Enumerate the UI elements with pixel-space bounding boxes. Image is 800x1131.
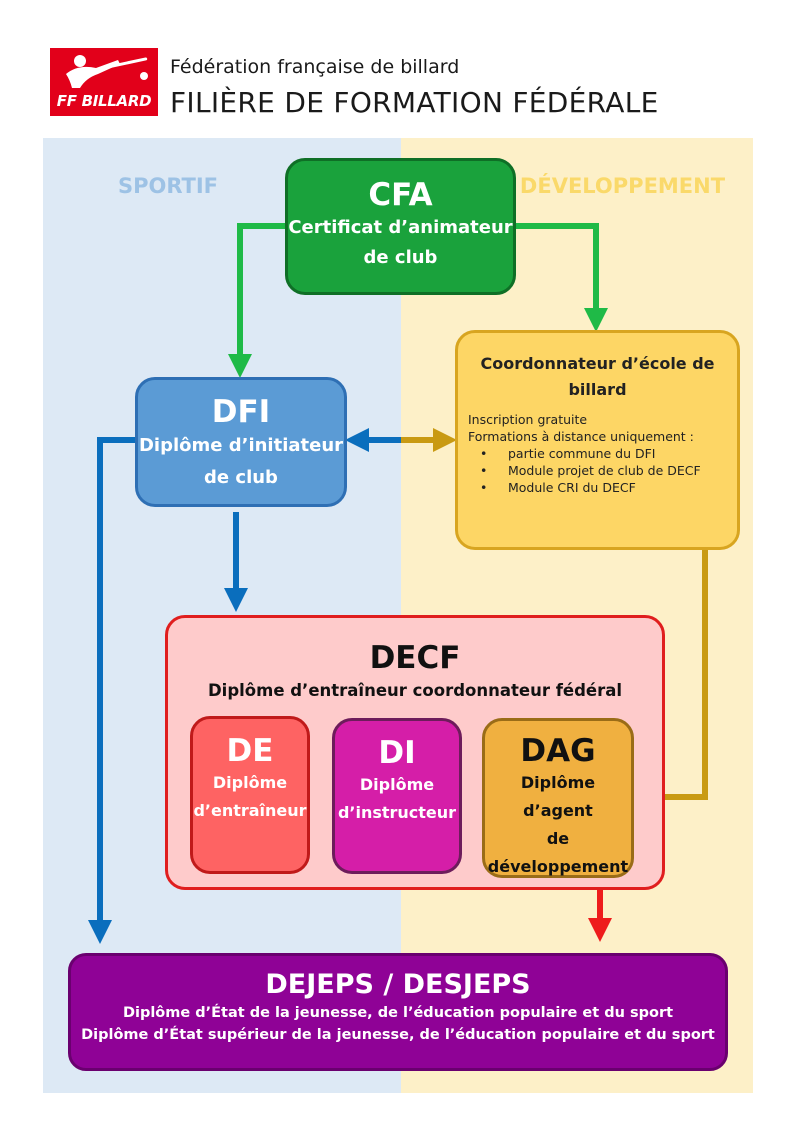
dfi-line2: de club <box>204 467 278 488</box>
de-line1: Diplôme <box>212 773 288 792</box>
cfa-line2: de club <box>363 247 438 268</box>
dag-box: DAG Diplôme d’agent de développement <box>482 718 634 878</box>
developpement-zone-label: DÉVELOPPEMENT <box>519 174 726 198</box>
sportif-zone-label: SPORTIF <box>117 174 219 198</box>
cfa-code: CFA <box>368 177 433 213</box>
decf-code: DECF <box>369 640 461 676</box>
list-item: partie commune du DFI <box>478 445 737 462</box>
di-code: DI <box>378 735 416 771</box>
arrow-coordinator-to-dag <box>638 550 708 809</box>
dfi-code: DFI <box>211 394 271 430</box>
di-box: DI Diplôme d’instructeur <box>332 718 462 874</box>
logo-text: FF BILLARD <box>56 92 152 110</box>
coordinator-title-line2: billard <box>568 380 627 399</box>
de-box: DE Diplôme d’entraîneur <box>190 716 310 874</box>
di-line1: Diplôme <box>359 775 435 794</box>
list-item: Module projet de club de DECF <box>478 462 737 479</box>
di-line2: d’instructeur <box>337 803 457 822</box>
decf-name: Diplôme d’entraîneur coordonnateur fédér… <box>207 681 623 700</box>
cfa-box: CFA Certificat d’animateur de club <box>285 158 516 295</box>
billiard-player-icon <box>66 55 148 88</box>
dejeps-line1: Diplôme d’État de la jeunesse, de l’éduc… <box>122 1005 674 1021</box>
organization-name: Fédération française de billard <box>170 56 460 78</box>
dag-line2: de <box>546 829 570 848</box>
dejeps-box: DEJEPS / DESJEPS Diplôme d’État de la je… <box>68 953 728 1071</box>
coordinator-note2: Formations à distance uniquement : <box>468 429 694 444</box>
coordinator-list: partie commune du DFI Module projet de c… <box>468 445 737 496</box>
dag-code: DAG <box>520 733 596 769</box>
de-line2: d’entraîneur <box>193 801 307 820</box>
dejeps-code: DEJEPS / DESJEPS <box>265 969 531 1000</box>
ff-billard-logo: FF BILLARD <box>50 48 158 116</box>
dejeps-line2: Diplôme d’État supérieur de la jeunesse,… <box>81 1027 715 1043</box>
de-code: DE <box>226 733 274 769</box>
dag-line3: développement <box>487 857 629 876</box>
arrow-cfa-to-coordinator <box>516 223 608 332</box>
arrow-cfa-to-dfi <box>228 223 285 378</box>
list-item: Module CRI du DECF <box>478 479 737 496</box>
cfa-line1: Certificat d’animateur <box>288 217 513 238</box>
dfi-box: DFI Diplôme d’initiateur de club <box>135 377 347 507</box>
dag-line1: Diplôme d’agent <box>520 773 596 820</box>
coordinator-title-line1: Coordonnateur d’école de <box>480 354 715 373</box>
page-title: FILIÈRE DE FORMATION FÉDÉRALE <box>170 86 659 119</box>
coordinator-note1: Inscription gratuite <box>468 412 588 427</box>
dfi-line1: Diplôme d’initiateur <box>138 435 344 456</box>
coordinator-box: Coordonnateur d’école de billard Inscrip… <box>455 330 740 550</box>
arrow-dfi-to-dejeps <box>88 437 135 944</box>
